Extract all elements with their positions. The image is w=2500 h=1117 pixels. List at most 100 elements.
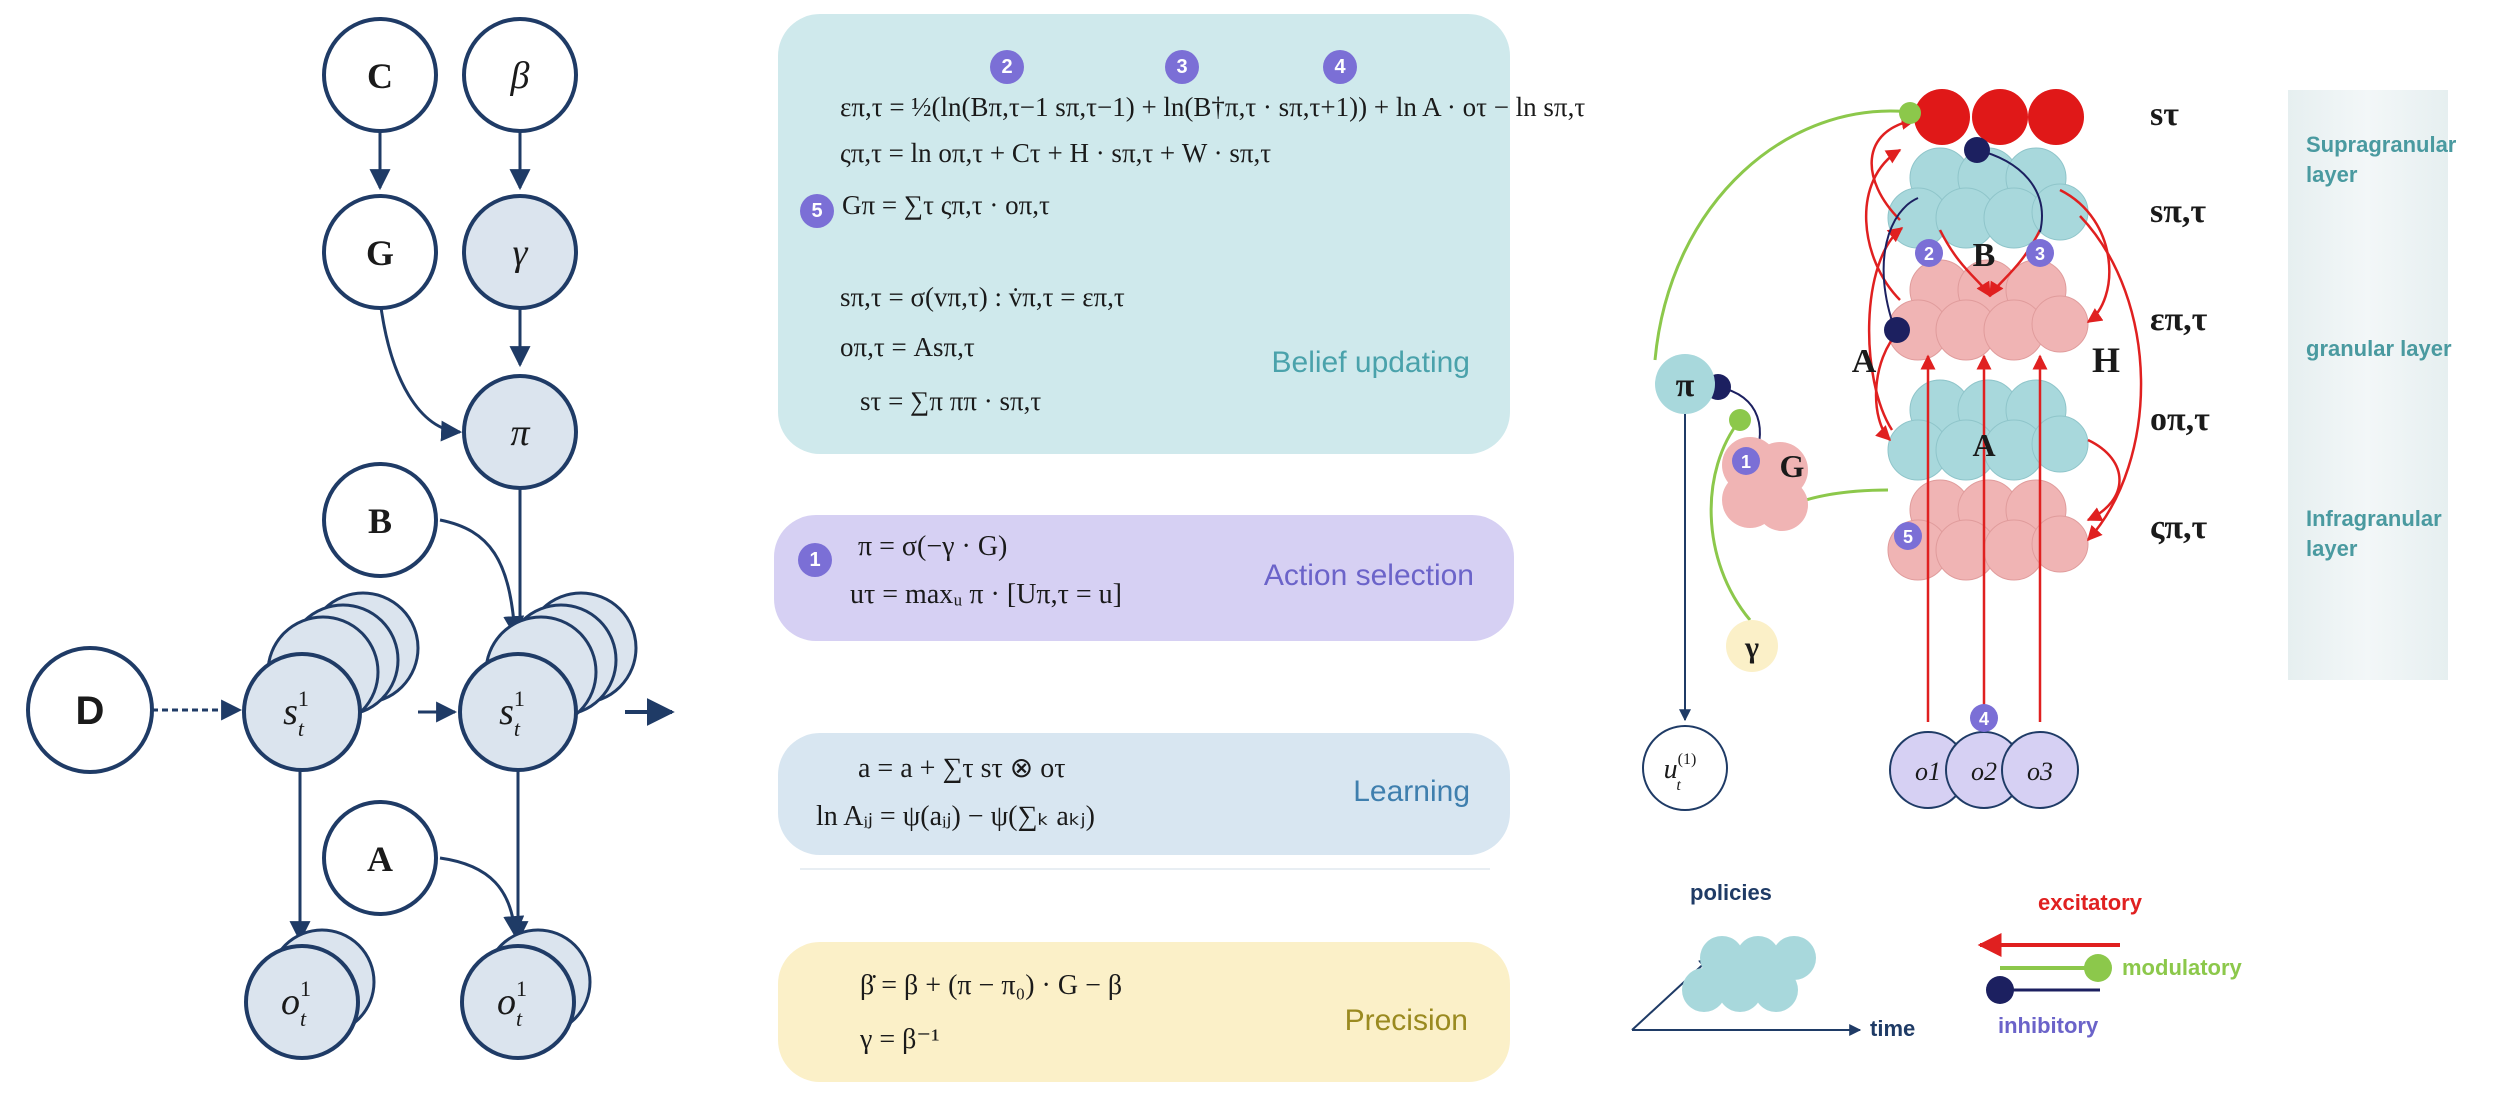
s-pi-tau-cluster [1887, 147, 2089, 249]
circuit-g-ball-4 [1756, 479, 1808, 531]
varsigma-cluster [1887, 479, 2089, 581]
circuit-marker-4 [1970, 704, 1998, 732]
circuit-marker-3-label: 3 [2035, 244, 2045, 264]
inhibitory-node-top [1964, 137, 1990, 163]
s-tau-ball-3 [2028, 89, 2084, 145]
edge-b-to-s [439, 518, 525, 638]
circuit-marker-3 [2026, 239, 2054, 267]
learning-eq-lnA: ln Aᵢⱼ = ψ(aᵢⱼ) − ψ(∑ₖ aₖⱼ) [816, 801, 1095, 832]
circuit-pi-label: π [1676, 367, 1695, 404]
marker-5: 5 [800, 194, 834, 228]
node-s1 [242, 652, 362, 772]
row-label-varsigma: ςπ,τ [2150, 509, 2207, 546]
learning-divider [800, 868, 1490, 870]
legend-excitatory-label: excitatory [2038, 890, 2143, 915]
row-label-o-pi-tau: oπ,τ [2150, 401, 2210, 438]
neural-circuit: π G γ u(1)t o1 o2 o3 B A A H 1 2 3 4 [1631, 89, 2448, 1041]
layer-label-supragranular: Supragranular layer [2306, 132, 2457, 187]
circuit-marker-1-label: 1 [1741, 452, 1751, 472]
legend-policy-balls [1682, 936, 1816, 1012]
legend-modulatory-dot [2084, 954, 2112, 982]
node-s2 [458, 652, 578, 772]
legend-modulatory-label: modulatory [2122, 955, 2243, 980]
circuit-a-mid-label: A [1972, 427, 1995, 463]
edge-g-to-pi [378, 299, 463, 442]
circuit-u-label: u(1)t [1664, 751, 1697, 794]
node-beta [462, 17, 578, 133]
node-d-label: D [76, 689, 105, 733]
excitatory-eps-to-s-left [1865, 148, 1902, 301]
belief-eq-s: sπ,τ = σ(vπ,τ) : v̇π,τ = επ,τ [840, 282, 1125, 312]
o-pi-tau-cluster [1887, 379, 2089, 481]
belief-eq-epsilon: επ,τ = ½(ln(Bπ,τ−1 sπ,τ−1) + ln(B†π,τ · … [840, 92, 1586, 122]
modulatory-node-top [1899, 102, 1921, 124]
precision-eq-beta: β̇ = β + (π − π₀) · G − β [860, 970, 1123, 1001]
circuit-a-left-label: A [1852, 343, 1877, 380]
marker-3: 3 [1165, 50, 1199, 84]
circuit-gamma-node [1726, 620, 1778, 672]
node-a-label: A [367, 839, 393, 879]
legend-policies-label: policies [1690, 880, 1772, 905]
circuit-marker-5 [1894, 522, 1922, 550]
layer-label-granular: granular layer [2306, 336, 2452, 361]
learning-label: Learning [1353, 775, 1470, 808]
legend-time-label: time [1870, 1016, 1915, 1041]
belief-eq-o: oπ,τ = Asπ,τ [840, 332, 975, 362]
marker-1: 1 [798, 543, 832, 577]
modulatory-gamma [1709, 419, 1752, 621]
excitatory-o-to-s [1867, 227, 1904, 431]
excitatory-b-forward [1938, 229, 1992, 298]
action-selection-panel: 1 π = σ(−γ · G) uτ = maxᵤ π · [Uπ,τ = u]… [774, 515, 1514, 641]
node-pi [462, 374, 578, 490]
inhibitory-node-a [1884, 317, 1910, 343]
precision-label: Precision [1344, 1004, 1468, 1037]
node-c [322, 17, 438, 133]
obs-o1-label: o1 [1915, 757, 1941, 786]
excitatory-eps-to-stau [1870, 115, 1917, 221]
learning-panel: a = a + ∑τ sτ ⊗ oτ ln Aᵢⱼ = ψ(aᵢⱼ) − ψ(∑… [778, 733, 1510, 855]
circuit-marker-2 [1915, 239, 1943, 267]
layer-label-infragranular: Infragranular layer [2306, 506, 2442, 561]
node-gamma [462, 194, 578, 310]
action-eq-u: uτ = maxᵤ π · [Uπ,τ = u] [850, 579, 1122, 610]
excitatory-o-to-varsigma [2086, 438, 2121, 522]
node-g [322, 194, 438, 310]
cortex-strip [2288, 90, 2448, 680]
edge-a-to-o [439, 856, 525, 938]
belief-eq-g: Gπ = ∑τ ςπ,τ · oπ,τ [842, 190, 1050, 220]
circuit-b-label: B [1973, 237, 1996, 274]
node-a [322, 800, 438, 916]
node-beta-label: β [510, 55, 530, 97]
circuit-g-label: G [1780, 448, 1805, 484]
inhibitory-s-self [1976, 149, 2043, 233]
node-o2 [460, 944, 576, 1060]
inhibitory-a [1882, 197, 1919, 331]
belief-eq-s-tau: sτ = ∑π ππ · sπ,τ [860, 386, 1042, 416]
row-label-s-pi-tau: sπ,τ [2150, 193, 2206, 230]
node-pi-label: π [510, 412, 530, 454]
circuit-gamma-label: γ [1744, 631, 1759, 664]
circuit-marker-4-label: 4 [1979, 709, 1989, 729]
node-g-label: G [366, 233, 394, 273]
obs-o3-node [2001, 731, 2079, 809]
circuit-marker-5-label: 5 [1903, 527, 1913, 547]
precision-panel: β̇ = β + (π − π₀) · G − β γ = β⁻¹ Precis… [778, 942, 1510, 1082]
s-tau-ball-2 [1972, 89, 2028, 145]
circuit-marker-2-label: 2 [1924, 244, 1934, 264]
belief-updating-label: Belief updating [1271, 346, 1471, 379]
marker-2: 2 [990, 50, 1024, 84]
row-label-epsilon: επ,τ [2150, 301, 2208, 338]
excitatory-h [2079, 215, 2143, 542]
node-b [322, 462, 438, 578]
belief-eq-varsigma: ςπ,τ = ln oπ,τ + Cτ + H · sπ,τ + W · sπ,… [840, 138, 1272, 168]
action-eq-pi: π = σ(−γ · G) [858, 531, 1008, 562]
obs-o2-label: o2 [1971, 757, 1997, 786]
belief-updating-panel: 2 3 4 επ,τ = ½(ln(Bπ,τ−1 sπ,τ−1) + ln(B†… [778, 14, 1585, 454]
excitatory-s-to-eps-right [2059, 188, 2111, 324]
modulatory-node-gamma [1729, 409, 1751, 431]
node-b-label: B [368, 501, 392, 541]
row-label-s-tau: sτ [2150, 96, 2179, 133]
